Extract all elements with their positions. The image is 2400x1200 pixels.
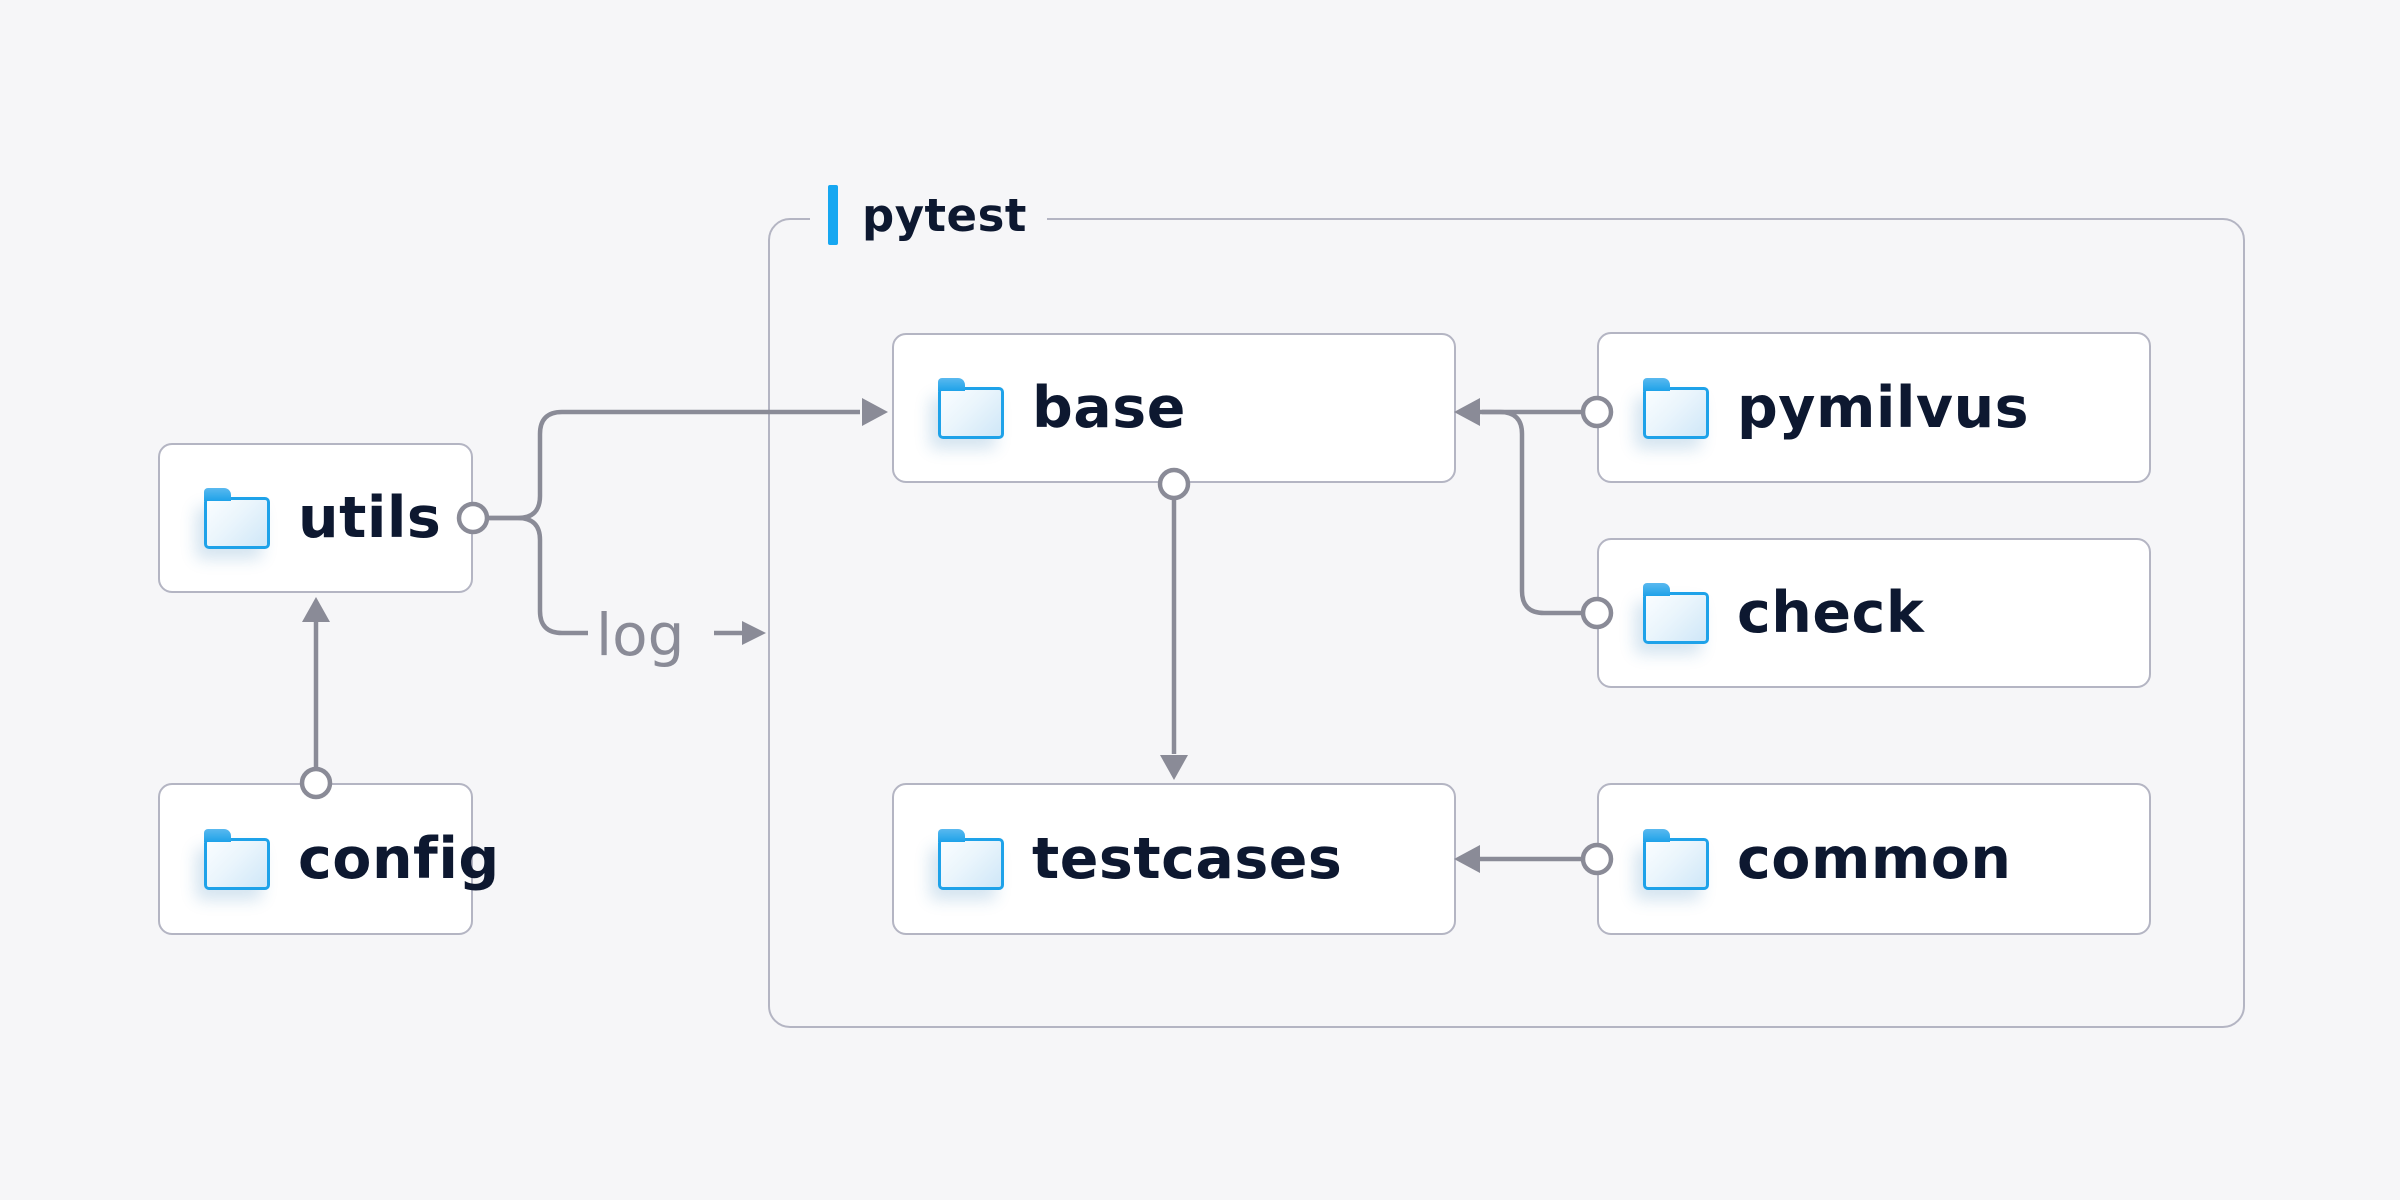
folder-icon — [937, 378, 1004, 439]
edge-utils-log — [487, 515, 588, 636]
node-common-label: common — [1737, 826, 2012, 892]
node-utils-label: utils — [298, 485, 442, 551]
folder-icon — [1642, 377, 1709, 439]
node-base-label: base — [1032, 375, 1186, 441]
node-config-label: config — [298, 826, 500, 892]
node-config: config — [158, 783, 499, 935]
node-pymilvus: pymilvus — [1597, 332, 2151, 483]
folder-icon — [203, 829, 270, 890]
node-base: base — [892, 333, 1456, 483]
arrowhead-into-utils-bottom — [302, 597, 330, 622]
pytest-container-label: pytest — [810, 181, 1047, 249]
blue-accent-bar — [828, 185, 838, 245]
pytest-container-title: pytest — [862, 188, 1027, 242]
pytest-container — [768, 218, 2245, 1028]
folder-icon — [1642, 583, 1709, 644]
log-annotation: log — [596, 601, 685, 669]
node-check: check — [1597, 538, 2151, 688]
arrowhead-log — [742, 621, 766, 645]
node-common: common — [1597, 783, 2151, 935]
node-testcases: testcases — [892, 783, 1456, 935]
folder-icon — [937, 829, 1004, 890]
node-pymilvus-label: pymilvus — [1737, 374, 2030, 441]
node-utils: utils — [158, 443, 473, 593]
node-check-label: check — [1737, 580, 1925, 646]
folder-icon — [1642, 829, 1709, 890]
folder-icon — [203, 488, 270, 549]
node-testcases-label: testcases — [1032, 826, 1343, 892]
